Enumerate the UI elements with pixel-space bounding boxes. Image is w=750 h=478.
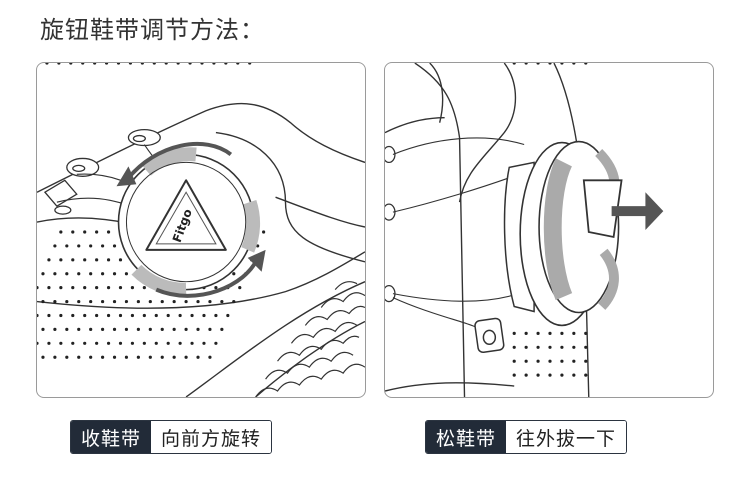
tighten-illustration: Fitgo (37, 63, 365, 397)
loosen-illustration (385, 63, 664, 397)
perforation-dots (512, 63, 588, 377)
tighten-caption: 收鞋带 向前方旋转 (70, 420, 273, 454)
loosen-illustration-panel (384, 62, 714, 398)
loosen-instruction: 往外拔一下 (506, 421, 627, 453)
scale-pattern (255, 281, 365, 397)
tighten-instruction: 向前方旋转 (151, 421, 272, 453)
pull-out-arrow-icon (611, 192, 664, 230)
tighten-label: 收鞋带 (71, 421, 152, 453)
tighten-illustration-panel: Fitgo (36, 62, 366, 398)
loosen-label: 松鞋带 (426, 421, 507, 453)
rotate-forward-arrow-icon (124, 141, 260, 298)
boa-dial: Fitgo (117, 147, 261, 297)
perforation-dots (37, 63, 266, 359)
loosen-caption: 松鞋带 往外拔一下 (425, 420, 628, 454)
boa-dial-pulled (503, 140, 623, 327)
page-title: 旋钮鞋带调节方法： (40, 16, 265, 44)
